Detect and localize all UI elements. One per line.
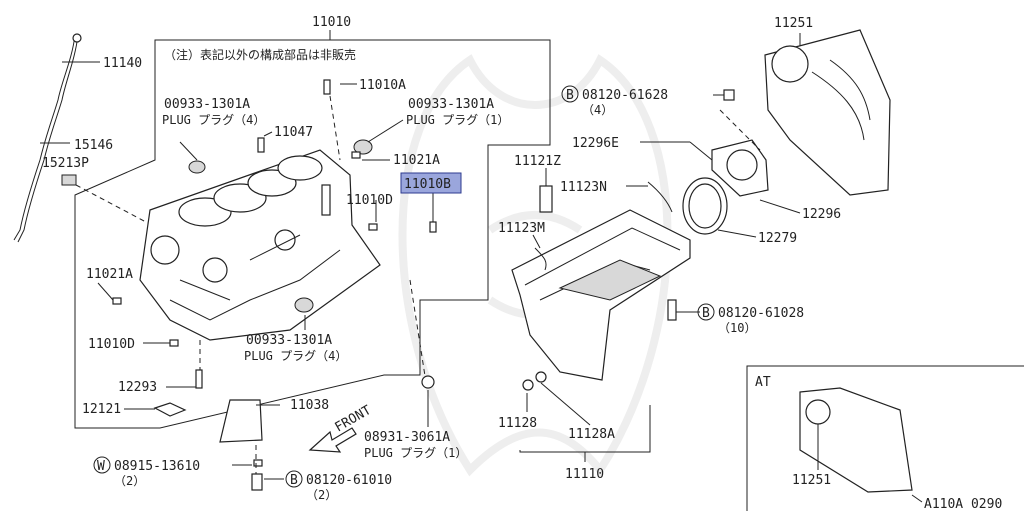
rear-plate-illustration xyxy=(764,29,891,196)
at-inset xyxy=(746,365,1024,511)
label-15146[interactable]: 15146 xyxy=(74,138,113,153)
label-11010d-left[interactable]: 11010D xyxy=(88,337,135,352)
label-b-bolt-bottom-qty: （2） xyxy=(306,488,337,502)
label-12296e[interactable]: 12296E xyxy=(572,136,619,151)
w-mark: W xyxy=(97,459,105,474)
rear-seal-illustration xyxy=(682,89,769,235)
label-11128[interactable]: 11128 xyxy=(498,416,537,431)
label-11251-top[interactable]: 11251 xyxy=(774,16,813,31)
label-11010[interactable]: 11010 xyxy=(312,15,351,30)
label-11010a[interactable]: 11010A xyxy=(359,78,406,93)
label-12121[interactable]: 12121 xyxy=(82,402,121,417)
circle-markers xyxy=(93,85,715,488)
label-w-bolt-qty: （2） xyxy=(114,474,145,488)
label-12293[interactable]: 12293 xyxy=(118,380,157,395)
label-plug-drain-code[interactable]: 08931-3061A xyxy=(364,430,450,445)
oil-pan-illustration xyxy=(511,181,691,391)
label-11123m[interactable]: 11123M xyxy=(498,221,545,236)
block-callout-frame xyxy=(74,30,551,429)
label-11123n[interactable]: 11123N xyxy=(560,180,607,195)
label-at: AT xyxy=(755,375,771,390)
label-plug-left-top-code[interactable]: 00933-1301A xyxy=(164,97,250,112)
label-11140[interactable]: 11140 xyxy=(103,56,142,71)
b-mark-bottom: B xyxy=(290,473,298,488)
leader-lines xyxy=(97,33,923,503)
label-11010d-right[interactable]: 11010D xyxy=(346,193,393,208)
label-12296[interactable]: 12296 xyxy=(802,207,841,222)
block-small-parts xyxy=(112,79,437,491)
label-plug-right-top-code[interactable]: 00933-1301A xyxy=(408,97,494,112)
b-mark-pan: B xyxy=(702,306,710,321)
label-11021a-left[interactable]: 11021A xyxy=(86,267,133,282)
label-b-bolt-top-code[interactable]: 08120-61628 xyxy=(582,88,668,103)
label-12279[interactable]: 12279 xyxy=(758,231,797,246)
label-plug-right-top-text: PLUG プラグ（1） xyxy=(406,113,509,127)
reference-code: A110A 0290 xyxy=(924,497,1002,511)
label-plug-bottom-text: PLUG プラグ（4） xyxy=(244,349,347,363)
label-plug-bottom-code[interactable]: 00933-1301A xyxy=(246,333,332,348)
highlighted-part-box[interactable] xyxy=(400,172,462,194)
b-mark-top: B xyxy=(566,88,574,103)
label-11121z[interactable]: 11121Z xyxy=(514,154,561,169)
label-w-bolt-code[interactable]: 08915-13610 xyxy=(114,459,200,474)
label-b-bolt-top-qty: （4） xyxy=(582,103,613,117)
label-11010b-highlight[interactable]: 11010B xyxy=(404,177,451,192)
front-arrow xyxy=(308,427,357,453)
label-b-bolt-bottom-code[interactable]: 08120-61010 xyxy=(306,473,392,488)
label-11021a-top[interactable]: 11021A xyxy=(393,153,440,168)
label-plug-left-top-text: PLUG プラグ（4） xyxy=(162,113,265,127)
label-11251-at[interactable]: 11251 xyxy=(792,473,831,488)
cylinder-block-illustration xyxy=(139,149,381,341)
dipstick-illustration xyxy=(13,33,181,243)
note-text: （注）表記以外の構成部品は非販売 xyxy=(164,47,356,62)
label-b-bolt-pan-qty: （10） xyxy=(718,321,756,335)
label-b-bolt-pan-code[interactable]: 08120-61028 xyxy=(718,306,804,321)
label-11047[interactable]: 11047 xyxy=(274,125,313,140)
label-11128a[interactable]: 11128A xyxy=(568,427,615,442)
label-11110[interactable]: 11110 xyxy=(565,467,604,482)
label-plug-drain-text: PLUG プラグ（1） xyxy=(364,446,467,460)
label-15213p[interactable]: 15213P xyxy=(42,156,89,171)
label-11038[interactable]: 11038 xyxy=(290,398,329,413)
